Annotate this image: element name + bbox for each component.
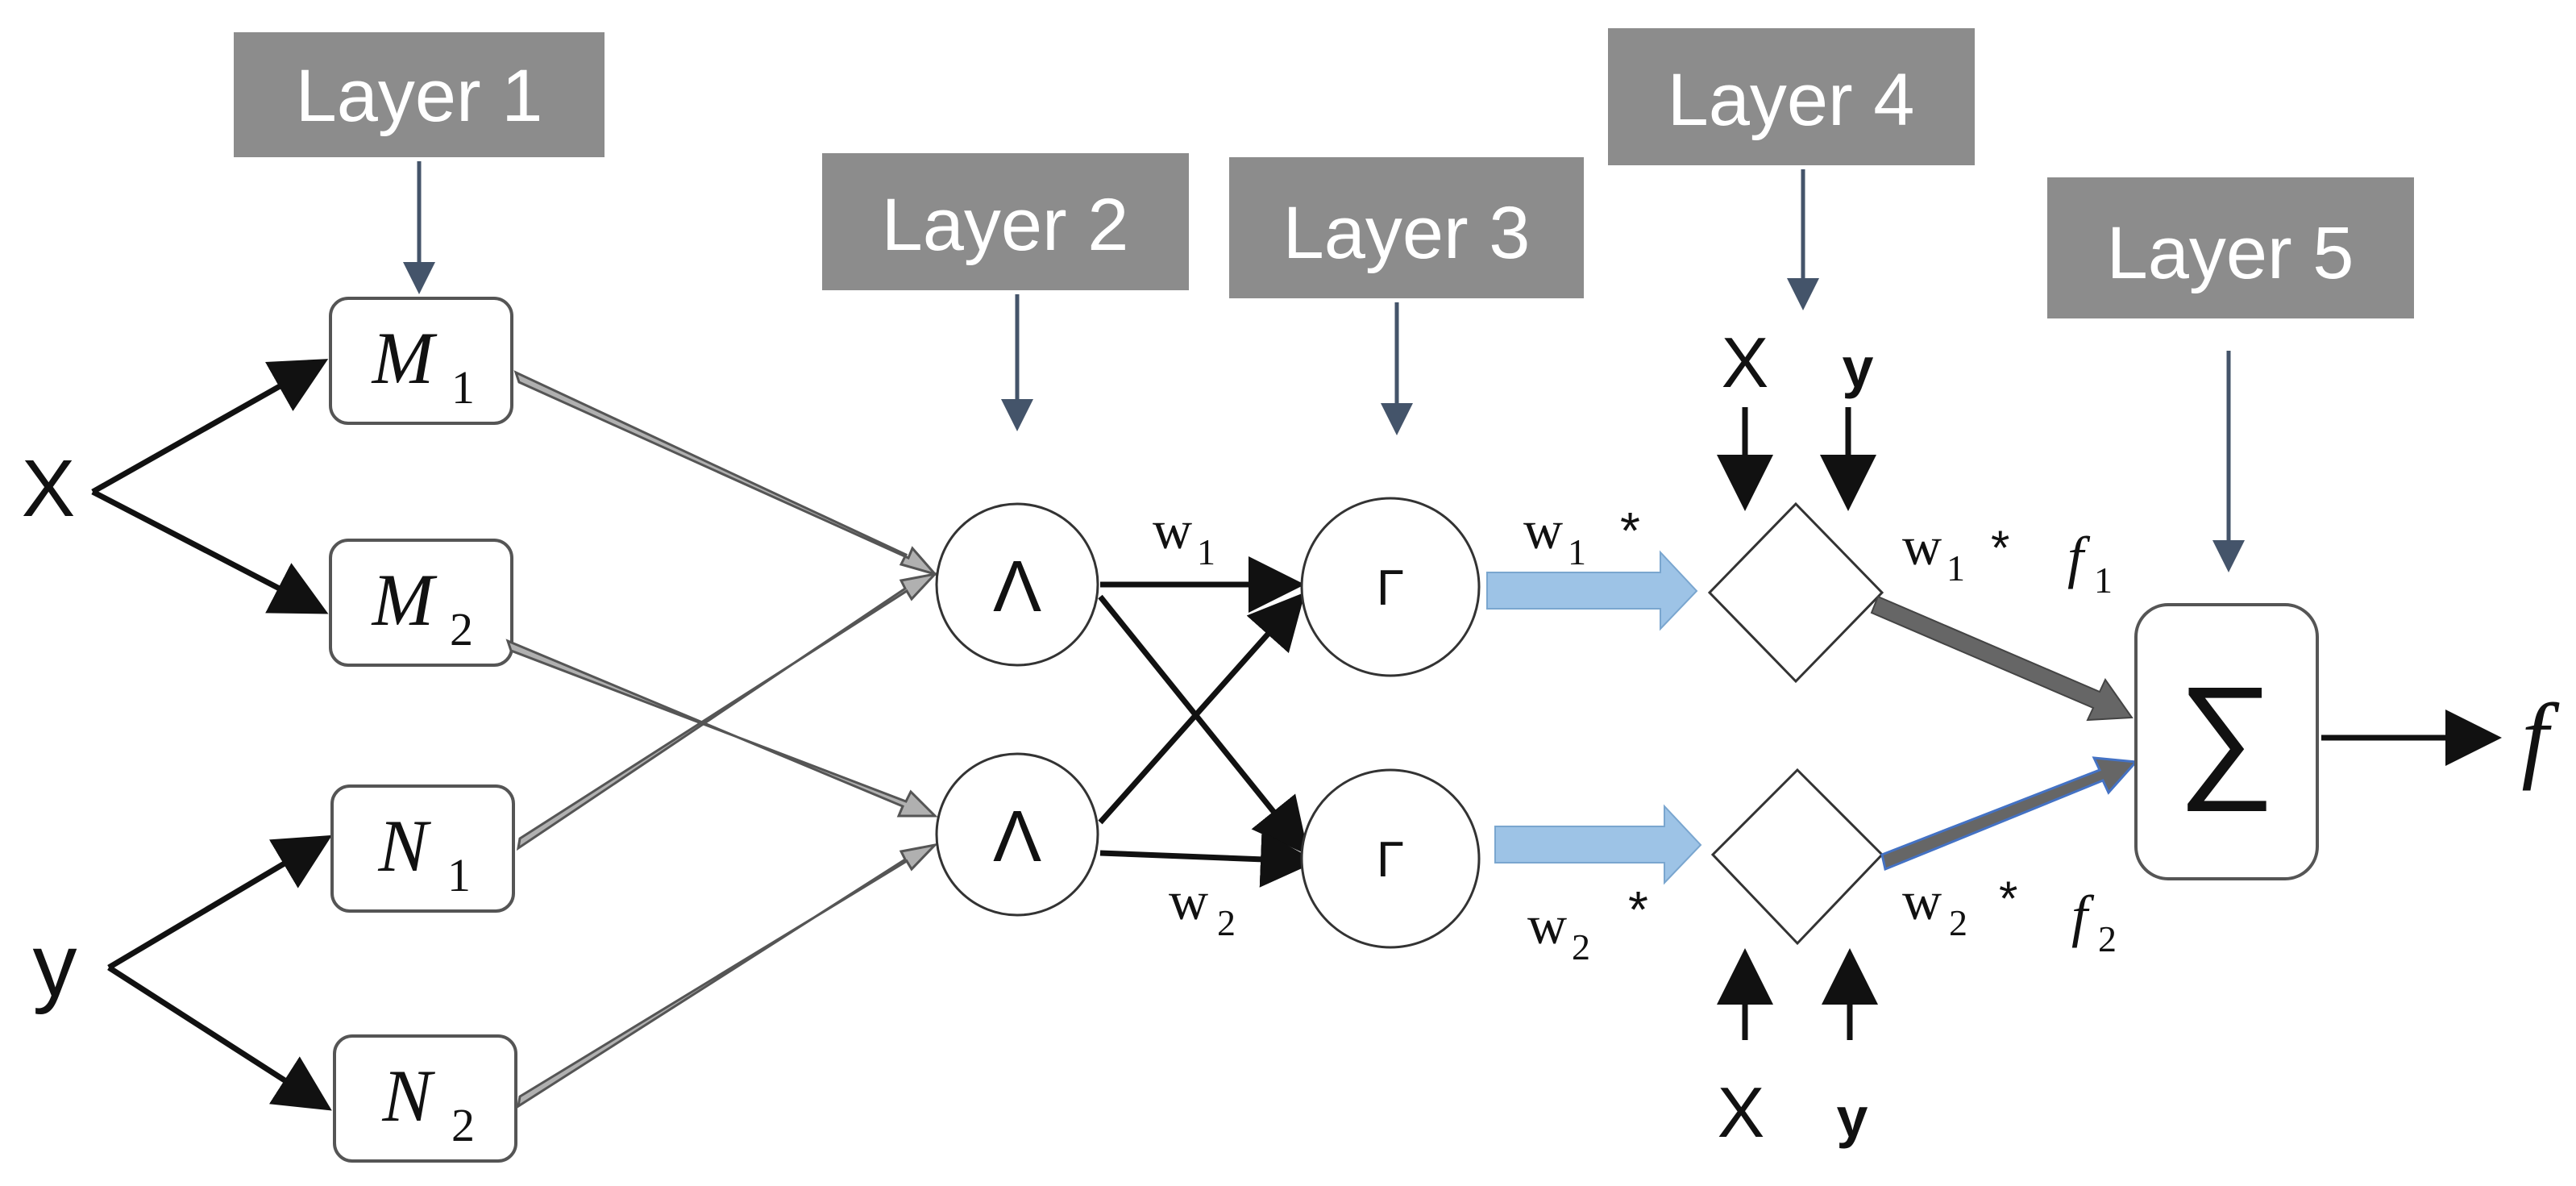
w2-sub: 2 [1217, 902, 1236, 943]
w1star-left-sub: 1 [1568, 531, 1586, 572]
w2star-right-base: w [1902, 870, 1942, 931]
n2-base: N [381, 1055, 435, 1137]
m1-sub: 1 [451, 361, 475, 414]
layer-3-text: Layer 3 [1283, 192, 1531, 274]
function-f1: f 1 [2067, 525, 2113, 601]
layer-2-text: Layer 2 [882, 184, 1129, 266]
rule-2-symbol: Λ [993, 797, 1041, 877]
layer-5-label: Layer 5 [2047, 177, 2414, 318]
arrow-n2-rule2 [516, 843, 939, 1109]
weight-w2: w 2 [1169, 870, 1236, 943]
n2-sub: 2 [451, 1099, 475, 1151]
arrow-y-n1 [107, 834, 333, 971]
w2star-right-star: * [1999, 872, 2017, 926]
weight-star-2-right: w 2 * [1902, 870, 2017, 943]
layer4-y-bottom: y [1837, 1086, 1868, 1149]
membership-n2: N 2 [333, 1034, 517, 1163]
layer-1-text: Layer 1 [296, 55, 543, 137]
layer-5-text: Layer 5 [2107, 212, 2354, 294]
f1-base: f [2067, 525, 2091, 589]
dark-arrow-2 [1880, 756, 2139, 872]
membership-m1: M 1 [329, 297, 513, 425]
arrow-m2-rule2 [505, 639, 938, 818]
w2star-left-sub: 2 [1572, 926, 1590, 968]
weight-w1: w 1 [1153, 499, 1215, 572]
arrow-x-m2 [91, 489, 329, 614]
layer-1-label: Layer 1 [234, 32, 605, 157]
norm-2-symbol: Γ [1377, 832, 1404, 888]
product-node-1 [1707, 501, 1884, 684]
m2-sub: 2 [450, 603, 473, 655]
blue-arrow-2 [1494, 804, 1702, 885]
w2-base: w [1169, 870, 1208, 931]
sum-node: ∑ [2134, 603, 2319, 880]
n1-sub: 1 [447, 849, 471, 901]
w2star-right-sub: 2 [1949, 902, 1967, 943]
arrow-rule1-norm2 [1098, 594, 1309, 855]
layer-4-label: Layer 4 [1608, 28, 1975, 165]
layer-3-label: Layer 3 [1229, 157, 1584, 298]
norm-1-symbol: Γ [1377, 560, 1404, 616]
product-node-2 [1710, 768, 1884, 946]
arrow-rule2-norm1 [1098, 592, 1306, 825]
w1-base: w [1153, 499, 1192, 560]
f2-sub: 2 [2098, 918, 2117, 959]
arrow-y-n2 [107, 965, 332, 1111]
arrow-m1-rule1 [513, 370, 939, 576]
norm-node-1: Γ [1300, 497, 1481, 677]
m2-base: M [371, 559, 438, 641]
layer-2-label: Layer 2 [822, 153, 1189, 290]
layer-4-text: Layer 4 [1668, 59, 1915, 141]
membership-n1: N 1 [330, 784, 515, 913]
w1star-left-star: * [1620, 501, 1640, 560]
weight-star-2-left: w 2 * [1527, 880, 1648, 968]
n1-base: N [377, 805, 431, 887]
rule-node-2: Λ [935, 752, 1099, 917]
arrow-n1-rule1 [516, 572, 939, 851]
input-x-label: X [22, 443, 76, 534]
w1star-left-base: w [1523, 499, 1563, 560]
output-f: f [2521, 684, 2560, 791]
rule-1-symbol: Λ [993, 547, 1041, 627]
w1star-right-star: * [1991, 521, 2009, 575]
arrow-x-m1 [91, 359, 329, 495]
sum-symbol: ∑ [2177, 659, 2275, 812]
layer4-x-bottom: X [1718, 1072, 1765, 1152]
w1star-right-base: w [1902, 515, 1942, 576]
m1-base: M [371, 317, 438, 399]
membership-m2: M 2 [329, 539, 513, 667]
f2-base: f [2071, 884, 2095, 948]
function-f2: f 2 [2071, 884, 2117, 959]
layer4-x-top: X [1722, 323, 1769, 402]
w1star-right-sub: 1 [1947, 547, 1965, 589]
w2star-left-base: w [1527, 894, 1567, 955]
weight-star-1-left: w 1 * [1523, 499, 1640, 572]
dark-arrow-1 [1870, 595, 2134, 722]
w2star-left-star: * [1628, 880, 1648, 938]
layer4-y-top: y [1843, 336, 1874, 399]
f1-sub: 1 [2094, 560, 2113, 601]
weight-star-1-right: w 1 * [1902, 515, 2009, 589]
input-y-label: y [33, 916, 77, 1015]
rule-node-1: Λ [935, 502, 1099, 667]
arrow-rule2-norm2 [1099, 830, 1317, 888]
blue-arrow-1 [1486, 550, 1698, 631]
norm-node-2: Γ [1300, 768, 1481, 949]
w1-sub: 1 [1197, 531, 1215, 572]
